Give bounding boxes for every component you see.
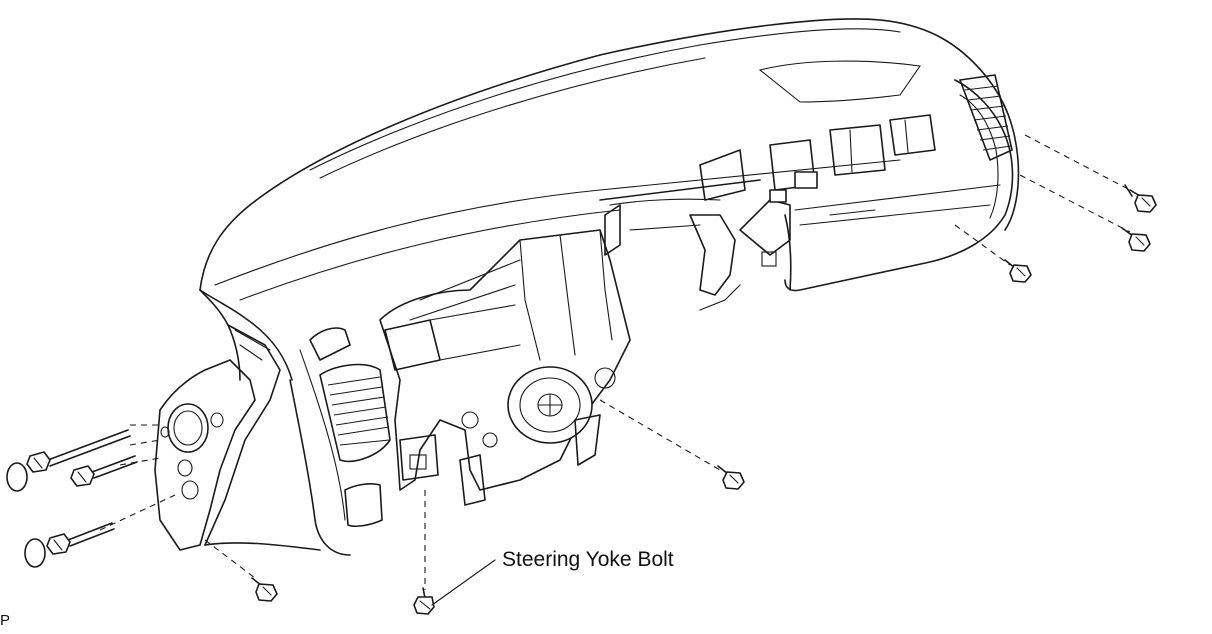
bolt-left-lower — [24, 522, 115, 568]
steering-yoke-bolt-label: Steering Yoke Bolt — [502, 548, 674, 571]
callout-leader — [431, 559, 496, 606]
bolt-center — [717, 465, 745, 490]
steering-support — [379, 229, 631, 506]
bolt-right-middle — [1121, 227, 1151, 252]
dashboard-panel — [199, 18, 1020, 381]
bolt-left-bottom — [251, 577, 278, 602]
left-end-bracket — [154, 289, 351, 556]
corner-mark: P — [0, 612, 11, 629]
bolt-right-upper — [1124, 184, 1157, 213]
left-center-vent — [309, 327, 391, 527]
leader-lines — [99, 134, 1131, 590]
bolt-left-middle — [70, 455, 138, 487]
bolt-right-lower — [1004, 259, 1032, 283]
bolt-left-long — [6, 429, 131, 492]
steering-yoke-bolt — [413, 587, 435, 615]
